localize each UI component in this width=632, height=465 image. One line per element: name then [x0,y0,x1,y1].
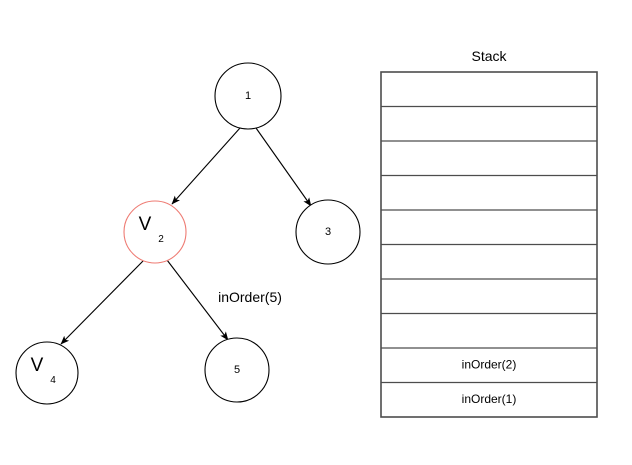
tree-node-5[interactable]: 5 [204,337,270,403]
node-visited-marker: V [31,355,44,376]
tree-node-1[interactable]: 1 [214,62,282,130]
tree-edge [166,259,229,341]
tree-edge [60,259,145,345]
node-label: 3 [325,226,331,238]
node-circle[interactable] [15,341,79,405]
node-index-label: 4 [50,375,56,386]
node-index-label: 2 [158,234,164,245]
call-annotation: inOrder(5) [218,289,282,305]
node-visited-marker: V [139,214,152,235]
tree-node-3[interactable]: 3 [295,199,361,265]
stack-cell-label: inOrder(1) [462,392,517,406]
node-circle[interactable] [214,62,282,130]
tree-edges-group [60,127,312,345]
node-circle[interactable] [295,199,361,265]
stack-cell-label: inOrder(2) [462,357,517,371]
tree-node-v2[interactable]: V2 [123,200,187,264]
node-circle[interactable] [123,200,187,264]
tree-edge [255,127,312,207]
stack-title: Stack [471,48,507,64]
node-label: 5 [234,364,240,376]
stack-group: Stack inOrder(2) inOrder(1) [380,48,598,418]
node-circle[interactable] [204,337,270,403]
tree-annotations-group: inOrder(5) [218,289,282,305]
tree-node-v4[interactable]: V4 [15,341,79,405]
node-label: 1 [245,90,251,102]
tree-edge [171,127,241,205]
